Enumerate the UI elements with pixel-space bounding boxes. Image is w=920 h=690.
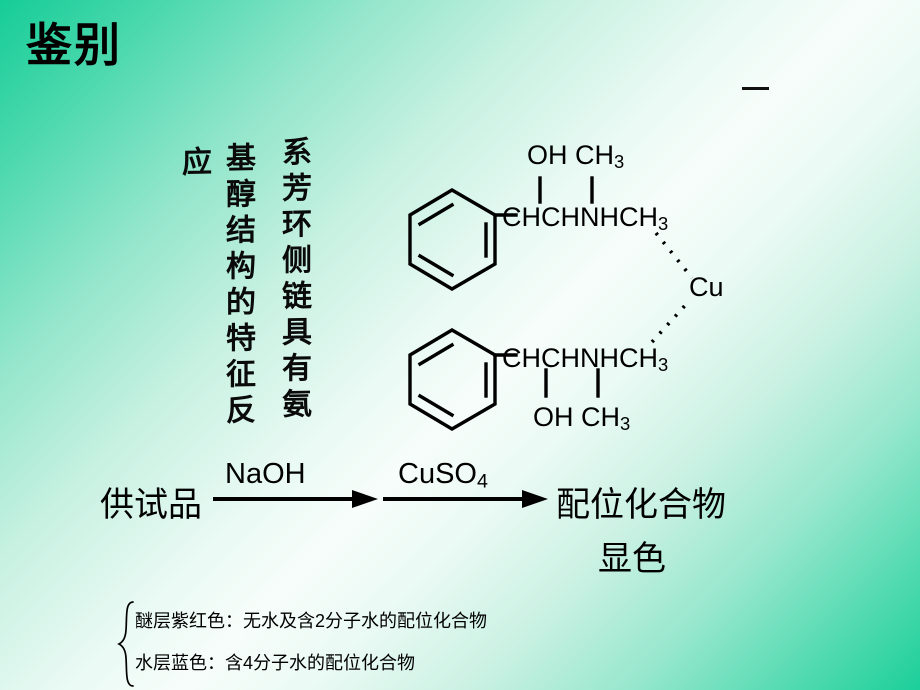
dotted-bond-top-to-cu <box>654 231 694 280</box>
label-ch3-top: CH3 <box>575 142 624 171</box>
benzene-ring-bottom <box>408 328 497 431</box>
label-cu-metal-center: Cu <box>689 272 724 302</box>
reaction-reagent-1-label: NaOH <box>225 458 306 490</box>
benzene-ring-top <box>408 188 497 291</box>
vertical-annotation-column-middle: 基醇结构的特征反 <box>220 141 255 431</box>
reaction-arrow-1 <box>213 490 378 508</box>
vertical-annotation-column-right: 系芳环侧链具有氨 <box>276 135 311 425</box>
label-chain-bottom: CHCHNHCH3 <box>502 345 668 374</box>
oh-bottom-text: OH <box>533 402 574 432</box>
page-title: 鉴别 <box>26 19 122 71</box>
dotted-bond-bottom-to-cu <box>650 298 692 344</box>
reaction-reagent-2-label: CuSO4 <box>398 460 488 492</box>
reaction-arrow-2 <box>383 490 548 508</box>
chain-bottom-text: CHCHNHCH3 <box>502 343 669 376</box>
label-ch3-bottom: CH3 <box>581 404 630 433</box>
ch3-bottom-text: CH3 <box>581 402 631 435</box>
reagent-2-text: CuSO4 <box>398 458 488 493</box>
label-oh-bottom: OH <box>533 404 574 431</box>
reaction-product-line-2: 显色 <box>598 541 666 578</box>
reaction-reactant-label: 供试品 <box>100 487 202 524</box>
vertical-annotation-column-left: 应 <box>176 145 211 183</box>
oh-top-text: OH <box>527 140 568 170</box>
reaction-product-line-1: 配位化合物 <box>556 487 726 524</box>
notes-curly-brace <box>117 601 134 687</box>
note-line-water-layer: 水层蓝色：含4分子水的配位化合物 <box>135 653 416 673</box>
chain-top-text: CHCHNHCH3 <box>502 202 669 235</box>
ch3-top-text: CH3 <box>575 140 625 173</box>
label-chain-top: CHCHNHCH3 <box>502 204 668 233</box>
top-right-dash-mark <box>742 87 769 90</box>
label-oh-top: OH <box>527 142 568 169</box>
note-line-ether-layer: 醚层紫红色：无水及含2分子水的配位化合物 <box>135 611 488 631</box>
